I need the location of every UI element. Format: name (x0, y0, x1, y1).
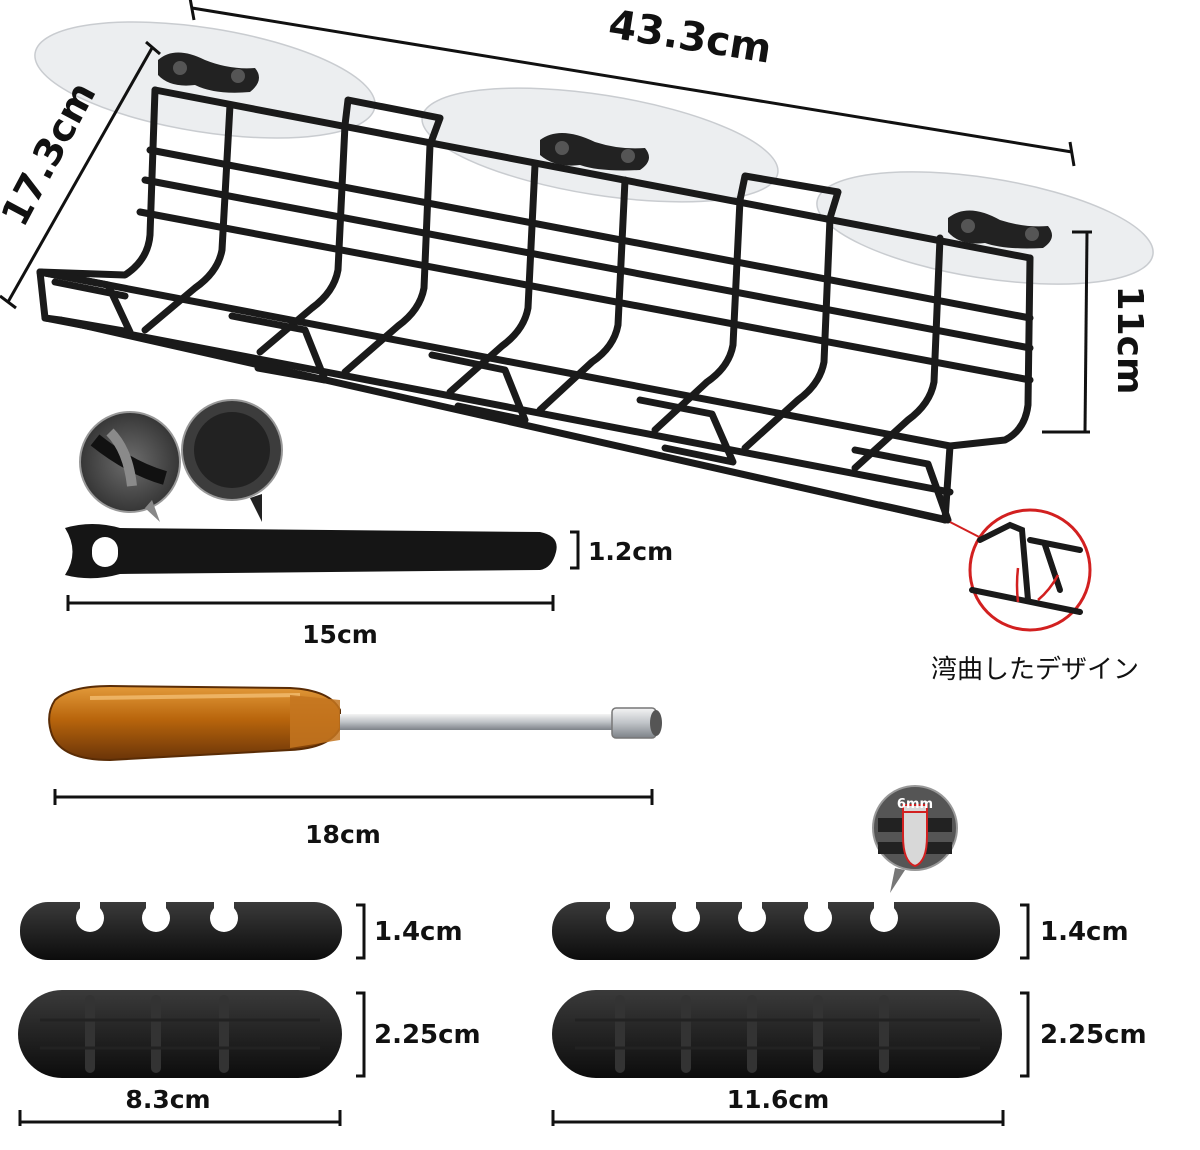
small-clip-length-dimension-line (18, 1110, 342, 1126)
tray-depth-dimension-line (0, 40, 161, 310)
strap-length-label: 15cm (302, 620, 378, 649)
tray-depth-label: 17.3cm (0, 75, 105, 233)
small-clip-height-label: 1.4cm (374, 917, 463, 947)
small-clip-length-label: 8.3cm (125, 1085, 210, 1114)
velcro-strap-group (65, 399, 580, 611)
mounting-clamps (158, 52, 1052, 249)
screwdriver (48, 684, 662, 805)
curved-design-detail (949, 508, 1092, 632)
large-clip-slot-label: 6mm (897, 797, 933, 812)
large-clip-height-dimension-line (1020, 903, 1030, 960)
tray-length-label: 43.3cm (605, 2, 774, 73)
small-clip-height-dimension-line (356, 903, 366, 960)
screwdriver-socket (611, 707, 657, 739)
large-clip-length-dimension-line (551, 1110, 1005, 1126)
large-clip-base-height-label: 2.25cm (1040, 1020, 1147, 1050)
large-cable-clip (551, 785, 1030, 1126)
bend-caption: 湾曲したデザイン (931, 655, 1139, 685)
tray-length-dimension-line (188, 0, 1076, 167)
large-clip-base-height-dimension-line (1020, 991, 1030, 1078)
small-cable-clip (18, 902, 366, 1126)
large-clip-base (552, 990, 1002, 1078)
small-clip-base-height-dimension-line (356, 991, 366, 1078)
strap-width-dimension-line (570, 530, 580, 570)
small-clip-top (20, 902, 342, 960)
small-clip-base (18, 990, 342, 1078)
velcro-closeup-right (181, 399, 283, 522)
large-clip-length-label: 11.6cm (727, 1085, 830, 1114)
tray-height-label: 11cm (1109, 286, 1150, 395)
screwdriver-handle (48, 684, 341, 762)
screwdriver-length-dimension-line (53, 789, 654, 805)
velcro-closeup-left (79, 411, 181, 522)
screwdriver-length-label: 18cm (305, 820, 381, 849)
small-clip-base-height-label: 2.25cm (374, 1020, 481, 1050)
screwdriver-shaft (340, 714, 620, 730)
large-clip-height-label: 1.4cm (1040, 917, 1129, 947)
slot-magnifier (872, 785, 958, 893)
strap-length-dimension-line (66, 595, 555, 611)
cable-tray (0, 0, 1154, 632)
velcro-strap (65, 524, 557, 579)
strap-width-label: 1.2cm (588, 537, 673, 566)
wire-frame (36, 86, 1034, 524)
tray-height-dimension-line (1042, 230, 1092, 434)
velcro-strap-slot (92, 537, 118, 567)
